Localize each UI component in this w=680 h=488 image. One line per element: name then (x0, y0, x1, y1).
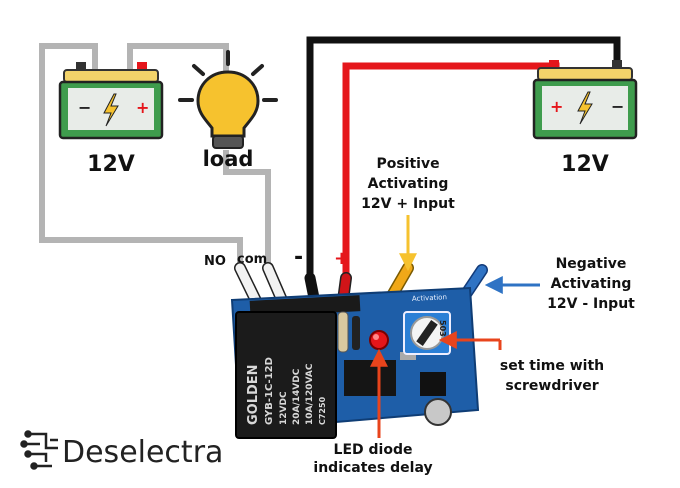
transistor (420, 372, 446, 396)
battery-right-voltage: 12V (561, 152, 609, 177)
battery-left-minus-icon: − (78, 98, 91, 117)
resistor (337, 311, 349, 353)
svg-text:indicates delay: indicates delay (313, 460, 432, 476)
svg-text:20A/14VDC: 20A/14VDC (292, 368, 302, 425)
logo-text: Deselectra (62, 435, 223, 470)
circuit-brain-icon (20, 430, 58, 470)
battery-left-terminal-neg (76, 62, 86, 70)
battery-right-plus-icon: + (550, 97, 563, 116)
battery-left-bolt-icon (103, 93, 119, 127)
positive-supply-wire (342, 62, 560, 282)
trimmer-value: 503 (438, 320, 447, 337)
svg-text:screwdriver: screwdriver (505, 378, 598, 394)
negative-terminal-label: - (294, 245, 303, 270)
lightbulb-icon (178, 50, 278, 149)
trimmer-slot (416, 320, 438, 346)
svg-text:Activating: Activating (551, 276, 632, 292)
capacitor (424, 398, 452, 426)
battery-right-terminal-neg (612, 60, 622, 68)
svg-text:Negative: Negative (556, 256, 627, 272)
svg-text:12V - Input: 12V - Input (547, 296, 635, 312)
svg-text:Positive: Positive (376, 156, 439, 172)
svg-text:GYB-1C-12D: GYB-1C-12D (264, 357, 275, 425)
timer-module: GOLDEN GYB-1C-12D 12VDC 20A/14VDC 10A/12… (230, 262, 488, 439)
battery-left-terminal-pos (137, 62, 147, 70)
battery-right: + − 12V (532, 60, 638, 177)
led-highlight (373, 334, 379, 340)
relay-print: GOLDEN GYB-1C-12D 12VDC 20A/14VDC 10A/12… (246, 357, 327, 425)
led (369, 330, 389, 350)
positive-terminal-label: + (334, 248, 349, 269)
diode (352, 316, 360, 350)
deselectra-logo: Deselectra (20, 430, 223, 470)
svg-text:C7250: C7250 (318, 396, 327, 425)
board-label: Activation (412, 293, 447, 303)
battery-left-top (63, 69, 159, 83)
battery-left-voltage: 12V (87, 152, 135, 177)
relay (235, 311, 337, 439)
svg-text:10A/120VAC: 10A/120VAC (305, 363, 315, 425)
positive-input-annotation: Positive Activating 12V + Input (361, 156, 455, 272)
svg-text:LED diode: LED diode (334, 442, 413, 458)
svg-text:Activating: Activating (368, 176, 449, 192)
svg-text:12V + Input: 12V + Input (361, 196, 455, 212)
battery-left: − + 12V (58, 62, 164, 177)
load-label: load (203, 147, 254, 171)
smd-components (400, 352, 416, 360)
battery-right-minus-icon: − (611, 97, 624, 116)
ic-chip (344, 360, 396, 396)
com-terminal-label: com (237, 252, 267, 267)
com-wire (223, 150, 271, 268)
battery-right-bolt-icon (577, 91, 593, 125)
battery-left-plus-icon: + (136, 98, 149, 117)
no-wire (39, 43, 243, 268)
led-annotation: LED diode indicates delay (313, 348, 433, 476)
svg-text:GOLDEN: GOLDEN (246, 364, 261, 425)
negative-input-annotation: Negative Activating 12V - Input (484, 256, 635, 312)
negative-supply-wire (306, 36, 621, 282)
svg-text:12VDC: 12VDC (279, 391, 289, 425)
no-terminal-label: NO (204, 254, 226, 269)
battery-right-top (537, 67, 633, 81)
set-time-annotation: set time with screwdriver (438, 331, 604, 394)
svg-text:set time with: set time with (500, 358, 604, 374)
battery-right-terminal-pos (549, 60, 559, 68)
